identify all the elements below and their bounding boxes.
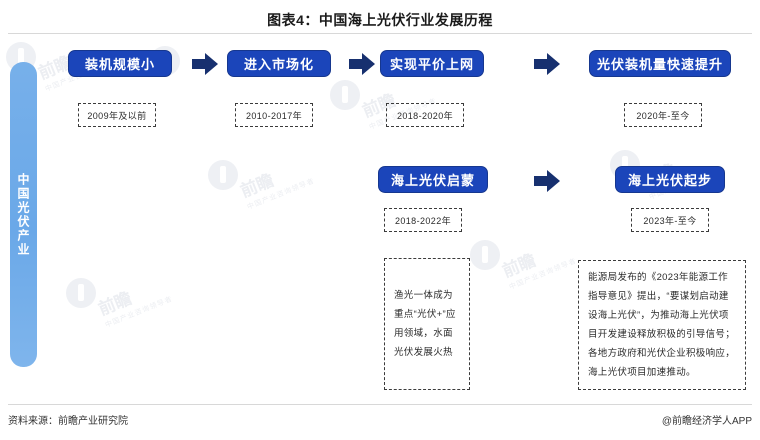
footer-divider: [8, 404, 752, 405]
offshore-startup-note: 能源局发布的《2023年能源工作指导意见》提出，“要谋划启动建设海上光伏”，为推…: [578, 260, 746, 390]
stage-button-rapid-capacity-growth[interactable]: 光伏装机量快速提升: [589, 50, 731, 77]
arrow-right-icon: [192, 53, 218, 75]
arrow-right-icon: [349, 53, 375, 75]
stage-button-market-entry[interactable]: 进入市场化: [227, 50, 331, 77]
watermark-logo-mark: [470, 240, 500, 270]
watermark-text: 前瞻 中国产业咨询领导者: [236, 152, 316, 212]
watermark-logo-mark: [66, 278, 96, 308]
stage-date-rapid-capacity-growth: 2020年-至今: [624, 103, 702, 127]
stage-date-offshore-startup: 2023年-至今: [631, 208, 709, 232]
arrow-right-icon: [534, 170, 560, 192]
stage-date-grid-parity: 2018-2020年: [386, 103, 464, 127]
watermark-logo-mark: [330, 80, 360, 110]
note-text: 渔光一体成为重点“光伏+”应用领域，水面光伏发展火热: [394, 290, 456, 358]
stage-button-offshore-startup[interactable]: 海上光伏起步: [615, 166, 725, 193]
header-divider: [8, 33, 752, 34]
watermark-brand: 前瞻: [237, 170, 277, 202]
watermark-subtitle: 中国产业咨询领导者: [246, 177, 316, 212]
offshore-enlightenment-note: 渔光一体成为重点“光伏+”应用领域，水面光伏发展火热: [384, 258, 470, 390]
watermark-text: 前瞻 中国产业咨询领导者: [94, 270, 174, 330]
watermark-text: 前瞻 中国产业咨询领导者: [498, 232, 578, 292]
watermark-subtitle: 中国产业咨询领导者: [508, 257, 578, 292]
watermark-brand: 前瞻: [95, 288, 135, 320]
stage-button-grid-parity[interactable]: 实现平价上网: [380, 50, 484, 77]
page-title: 图表4：中国海上光伏行业发展历程: [267, 12, 493, 28]
industry-bar: 中国光伏产业: [10, 62, 37, 367]
industry-bar-label: 中国光伏产业: [16, 172, 30, 257]
watermark-subtitle: 中国产业咨询领导者: [104, 295, 174, 330]
app-credit: @前瞻经济学人APP: [661, 416, 752, 427]
stage-date-offshore-enlightenment: 2018-2022年: [384, 208, 462, 232]
source-note: 资料来源：前瞻产业研究院: [8, 416, 128, 427]
watermark-logo-mark: [208, 160, 238, 190]
note-text: 能源局发布的《2023年能源工作指导意见》提出，“要谋划启动建设海上光伏”，为推…: [588, 272, 736, 378]
watermark-brand: 前瞻: [499, 250, 539, 282]
stage-button-offshore-enlightenment[interactable]: 海上光伏启蒙: [378, 166, 488, 193]
stage-button-installed-capacity-small[interactable]: 装机规模小: [68, 50, 172, 77]
arrow-right-icon: [534, 53, 560, 75]
stage-date-market-entry: 2010-2017年: [235, 103, 313, 127]
stage-date-installed-capacity-small: 2009年及以前: [78, 103, 156, 127]
